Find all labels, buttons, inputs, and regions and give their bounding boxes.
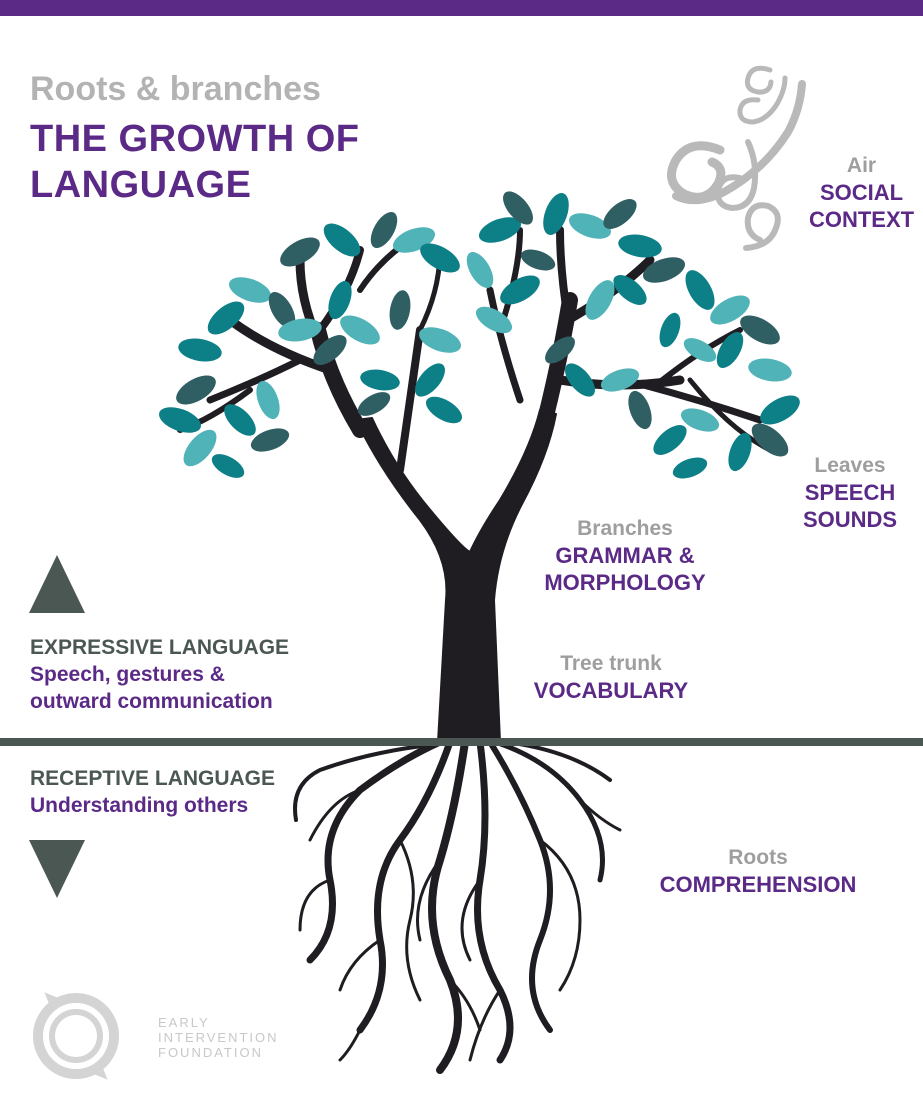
leaves-icon: [158, 191, 800, 479]
logo-line-2: INTERVENTION: [158, 1030, 279, 1045]
label-roots-value: COMPREHENSION: [659, 872, 857, 897]
label-leaves-value-line1: SPEECH: [804, 480, 896, 505]
label-branches-value-line2: MORPHOLOGY: [544, 570, 706, 595]
label-branches-value-line1: GRAMMAR &: [555, 543, 695, 568]
label-air: Air SOCIAL CONTEXT: [800, 152, 923, 233]
top-accent-bar: [0, 0, 923, 16]
expressive-heading: EXPRESSIVE LANGUAGE: [30, 636, 290, 659]
expressive-description-line2: outward communication: [30, 690, 273, 713]
label-air-value-line1: SOCIAL: [819, 180, 904, 205]
ground-divider: [0, 738, 923, 746]
eif-logo-text: EARLY INTERVENTION FOUNDATION: [158, 1015, 279, 1060]
expressive-language-block: EXPRESSIVE LANGUAGE Speech, gestures & o…: [30, 634, 289, 715]
label-leaves-key: Leaves: [814, 454, 886, 477]
label-trunk-value: VOCABULARY: [533, 678, 689, 703]
logo-line-1: EARLY: [158, 1015, 210, 1030]
label-roots: Roots COMPREHENSION: [640, 844, 876, 898]
label-leaves-value-line2: SOUNDS: [802, 507, 898, 532]
up-arrow-icon: [29, 555, 85, 613]
label-trunk: Tree trunk VOCABULARY: [520, 650, 702, 704]
label-branches-key: Branches: [577, 517, 673, 540]
roots-icon: [293, 738, 622, 1074]
receptive-description: Understanding others: [30, 794, 249, 817]
receptive-heading: RECEPTIVE LANGUAGE: [30, 767, 276, 790]
receptive-language-block: RECEPTIVE LANGUAGE Understanding others: [30, 765, 275, 819]
logo-line-3: FOUNDATION: [158, 1045, 263, 1060]
label-trunk-key: Tree trunk: [560, 652, 662, 675]
eif-logo-icon: [33, 992, 119, 1080]
air-swirl-icon: [667, 65, 806, 251]
label-air-key: Air: [846, 154, 877, 177]
title-subtitle: Roots & branches: [30, 70, 321, 108]
label-branches: Branches GRAMMAR & MORPHOLOGY: [530, 515, 720, 596]
label-air-value-line2: CONTEXT: [808, 207, 915, 232]
label-roots-key: Roots: [728, 846, 788, 869]
expressive-description-line1: Speech, gestures &: [30, 663, 225, 686]
title-main: THE GROWTH OF LANGUAGE: [30, 118, 360, 206]
down-arrow-icon: [29, 840, 85, 898]
label-leaves: Leaves SPEECH SOUNDS: [790, 452, 910, 533]
